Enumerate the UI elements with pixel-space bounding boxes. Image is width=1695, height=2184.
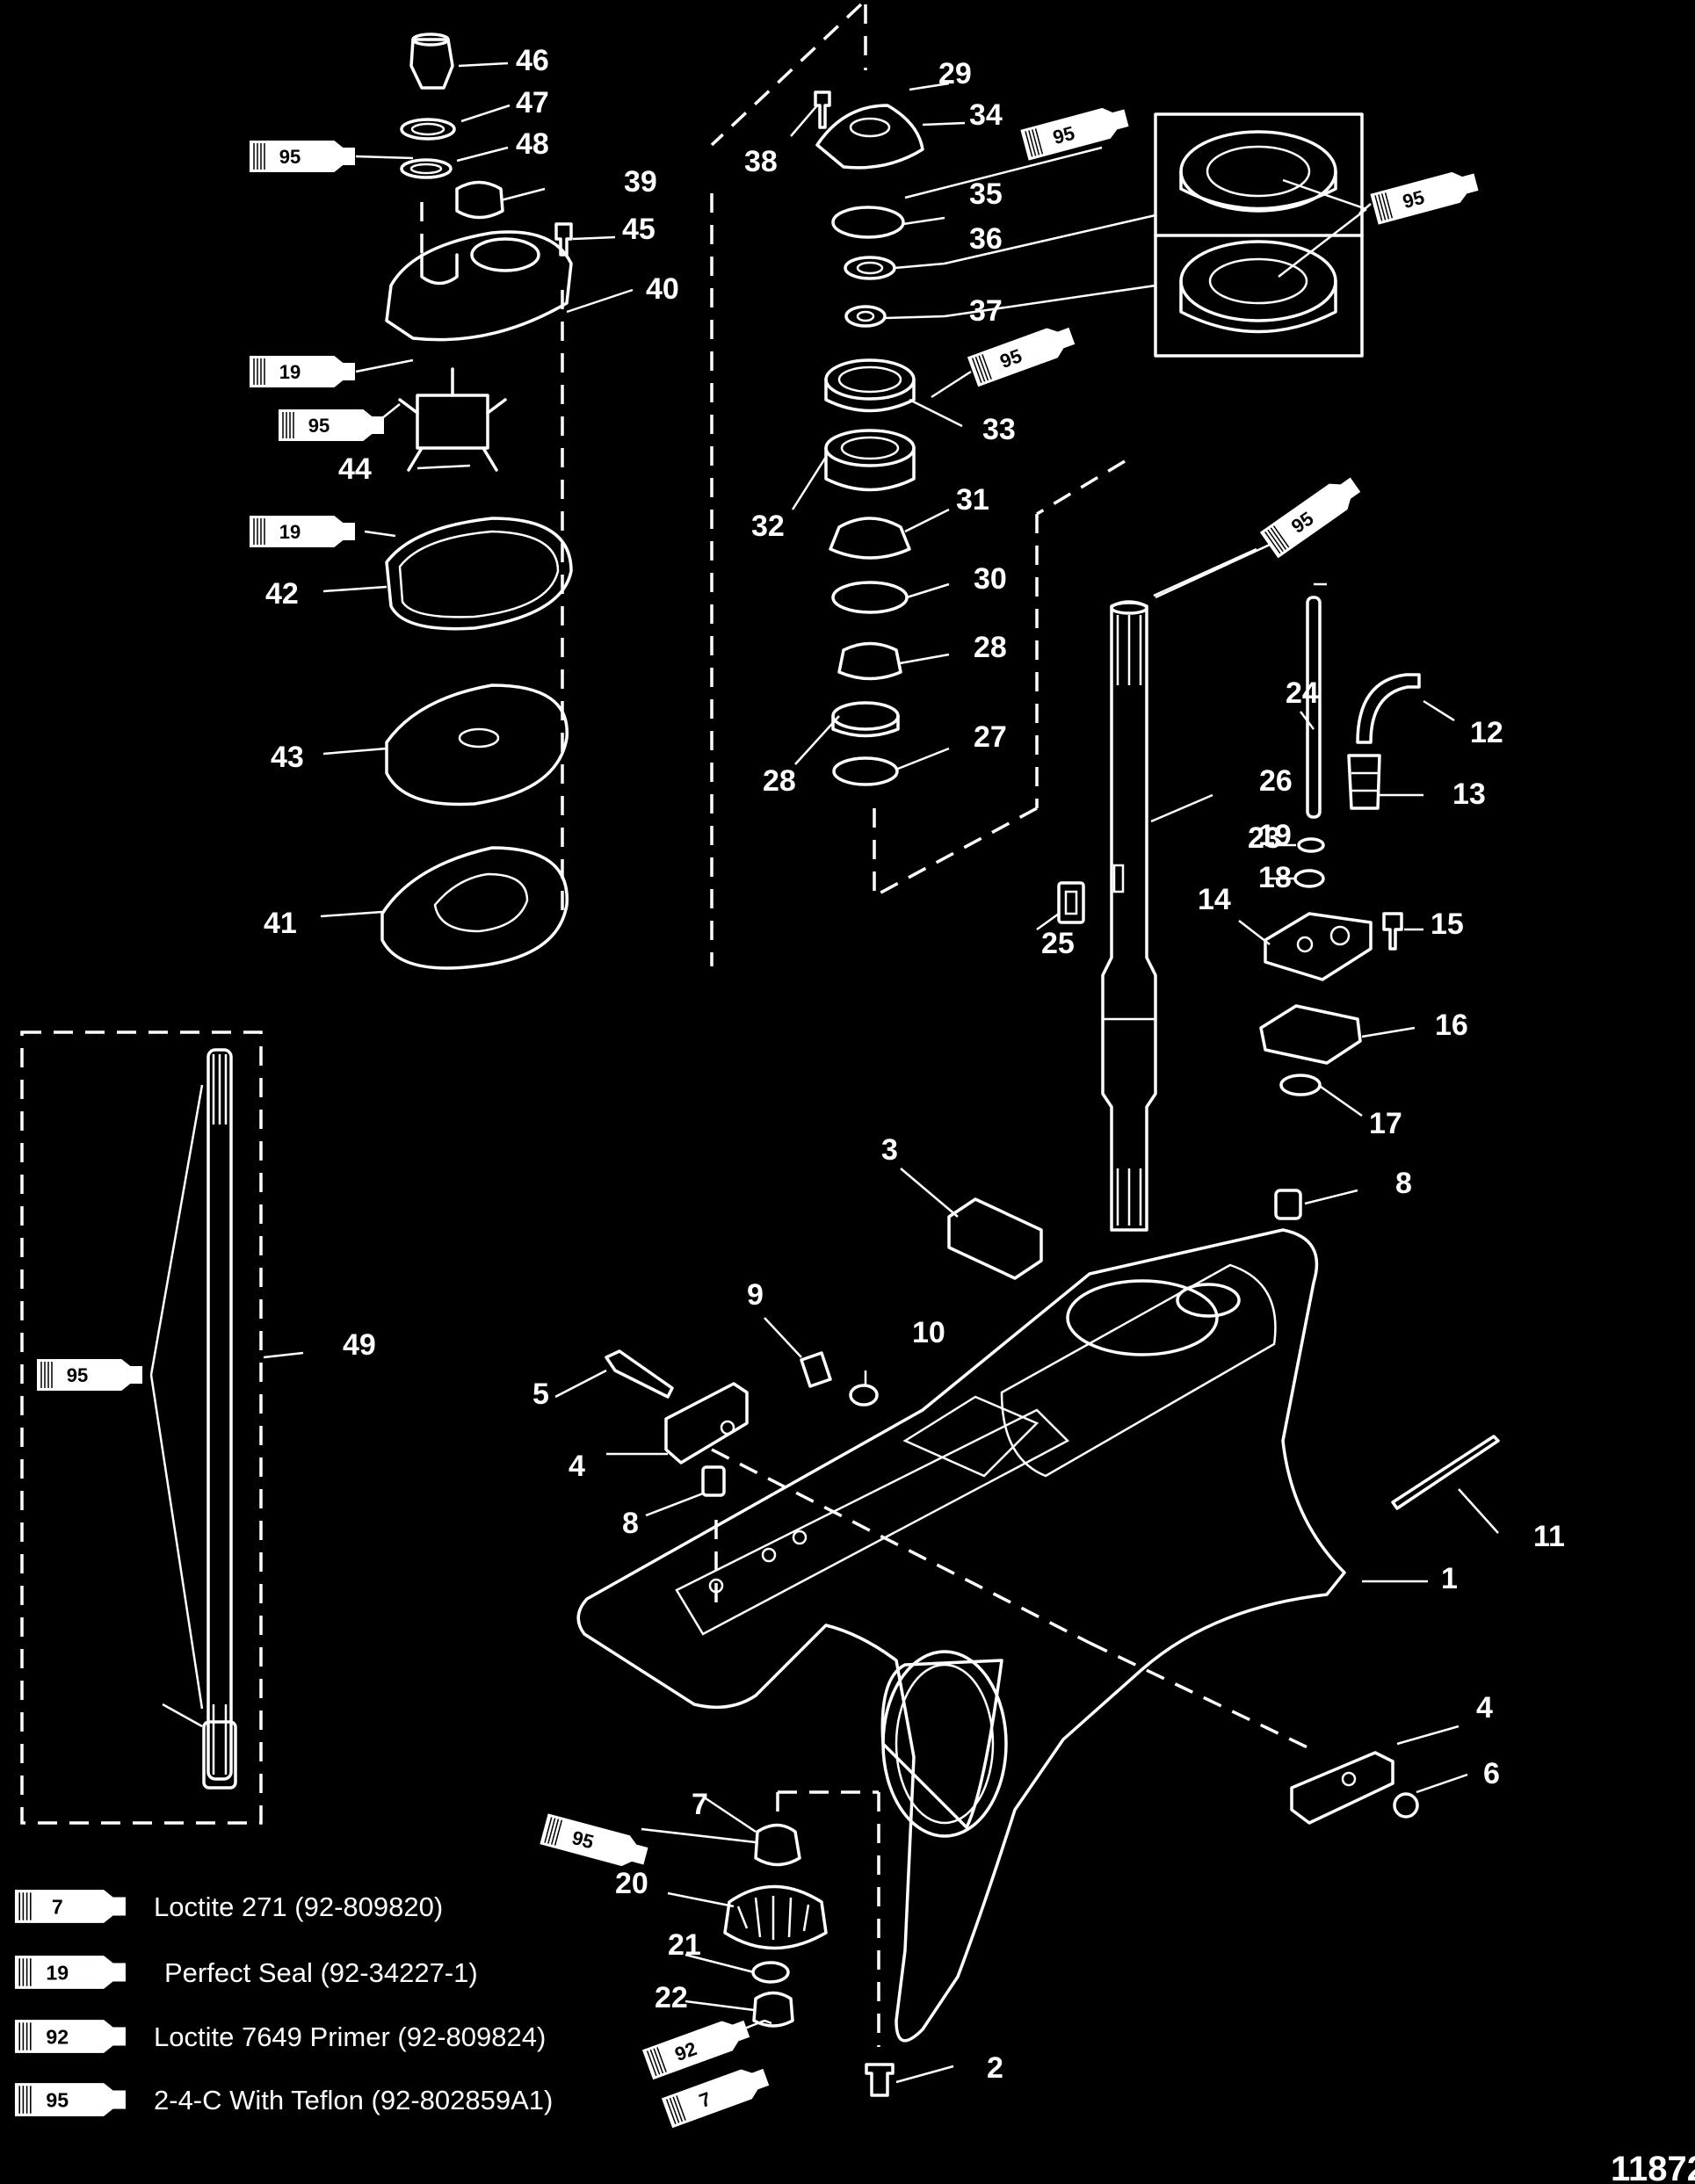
tube-label: 95 (279, 146, 301, 168)
callout-28: 28 (763, 764, 796, 798)
callout-39: 39 (624, 165, 657, 199)
sealant-tube-95: 95 (1370, 171, 1479, 225)
callout-18: 18 (1258, 861, 1292, 894)
sealant-tube-95: 95 (279, 409, 384, 441)
callout-12: 12 (1470, 716, 1503, 749)
callout-46: 46 (516, 44, 549, 77)
callout-10: 10 (912, 1316, 945, 1349)
callout-33: 33 (982, 413, 1016, 446)
legend-tube-92: 92 (14, 2020, 126, 2053)
legend-tube-7: 7 (14, 1890, 126, 1923)
callout-48: 48 (516, 127, 549, 161)
gear-housing (576, 1228, 1346, 2043)
callout-43: 43 (271, 741, 304, 774)
callout-49: 49 (343, 1328, 376, 1362)
callout-29: 29 (938, 57, 972, 90)
sealant-tube-95: 95 (967, 327, 1076, 387)
legend-text-19: Perfect Seal (92-34227-1) (164, 1957, 478, 1988)
shift-components (947, 582, 1500, 1510)
callout-31: 31 (956, 483, 989, 517)
tube-label: 95 (308, 415, 330, 437)
callout-2: 2 (987, 2051, 1003, 2085)
callout-38: 38 (744, 145, 778, 178)
driveshaft (1101, 600, 1157, 1232)
callout-8: 8 (1395, 1167, 1412, 1200)
legend-tube-19: 19 (14, 1956, 126, 1989)
callout-14: 14 (1198, 883, 1231, 916)
shaft-48 (149, 1048, 237, 1790)
sealant-tube-92: 92 (641, 2020, 750, 2080)
diagram-id: 11872 (1611, 2150, 1695, 2184)
callout-45: 45 (622, 213, 656, 246)
callout-42: 42 (265, 577, 299, 611)
callout-47: 47 (516, 86, 549, 119)
legend-text-7: Loctite 271 (92-809820) (154, 1891, 443, 1922)
callout-22: 22 (655, 1981, 688, 2014)
water-pump-stack (380, 33, 573, 970)
sealant-legend: 7 Loctite 271 (92-809820) 19 Perfect Seal (… (14, 1890, 553, 2116)
callout-7: 7 (692, 1788, 708, 1821)
sealant-tube-95: 95 (37, 1359, 142, 1391)
sealant-tube-95: 95 (250, 141, 355, 172)
callout-19: 19 (1258, 819, 1292, 852)
sealant-tube-95: 95 (540, 1813, 648, 1867)
tube-label: 19 (279, 361, 301, 383)
tube-label: 19 (46, 1961, 69, 1984)
callout-5: 5 (532, 1378, 549, 1411)
legend-text-92: Loctite 7649 Primer (92-809824) (154, 2021, 546, 2052)
callout-9: 9 (747, 1278, 764, 1312)
callout-leaders (162, 61, 1499, 2084)
driveshaft-bearing-stack (814, 90, 924, 786)
tube-label: 95 (67, 1364, 88, 1386)
callout-13: 13 (1452, 777, 1486, 811)
tube-label: 7 (52, 1895, 63, 1918)
assembly-guide-lines (20, 3, 1310, 2047)
tube-label: 19 (279, 521, 301, 543)
sealant-tube-95: 95 (1259, 477, 1361, 559)
callout-32: 32 (751, 510, 785, 543)
callout-6: 6 (1483, 1757, 1500, 1790)
callout-44: 44 (338, 452, 372, 486)
tube-label: 95 (46, 2088, 69, 2111)
part-callouts: 1234456788910111213141516171819202122232… (264, 44, 1565, 2085)
legend-tube-95: 95 (14, 2083, 126, 2116)
sealant-tube-19: 19 (250, 356, 355, 387)
sealant-tube-19: 19 (250, 516, 355, 547)
callout-4: 4 (1476, 1691, 1493, 1725)
callout-36: 36 (969, 222, 1003, 256)
callout-35: 35 (969, 177, 1003, 211)
callout-15: 15 (1431, 908, 1464, 941)
callout-24: 24 (1286, 676, 1319, 710)
callout-21: 21 (668, 1928, 701, 1962)
callout-23: 23 (1248, 821, 1281, 855)
callout-40: 40 (646, 272, 679, 306)
callout-26: 26 (1259, 764, 1293, 798)
callout-1: 1 (1441, 1562, 1458, 1595)
callout-3: 3 (881, 1133, 898, 1167)
callout-20: 20 (615, 1867, 648, 1900)
legend-text-95: 2-4-C With Teflon (92-802859A1) (154, 2085, 553, 2115)
sealant-tube-95: 95 (1020, 107, 1129, 161)
lower-components (605, 1349, 1419, 2097)
callout-17: 17 (1369, 1107, 1402, 1140)
callout-30: 30 (974, 562, 1007, 596)
callout-37: 37 (969, 294, 1003, 328)
callout-34: 34 (969, 98, 1003, 132)
callout-8: 8 (622, 1507, 639, 1540)
callout-41: 41 (264, 907, 297, 940)
tube-label: 92 (46, 2025, 69, 2048)
callout-28: 28 (974, 631, 1007, 664)
callout-4: 4 (569, 1450, 585, 1483)
callout-11: 11 (1533, 1520, 1565, 1553)
sealant-tube-7: 7 (661, 2068, 770, 2129)
callout-16: 16 (1435, 1009, 1468, 1042)
callout-27: 27 (974, 720, 1007, 754)
callout-25: 25 (1041, 927, 1075, 960)
